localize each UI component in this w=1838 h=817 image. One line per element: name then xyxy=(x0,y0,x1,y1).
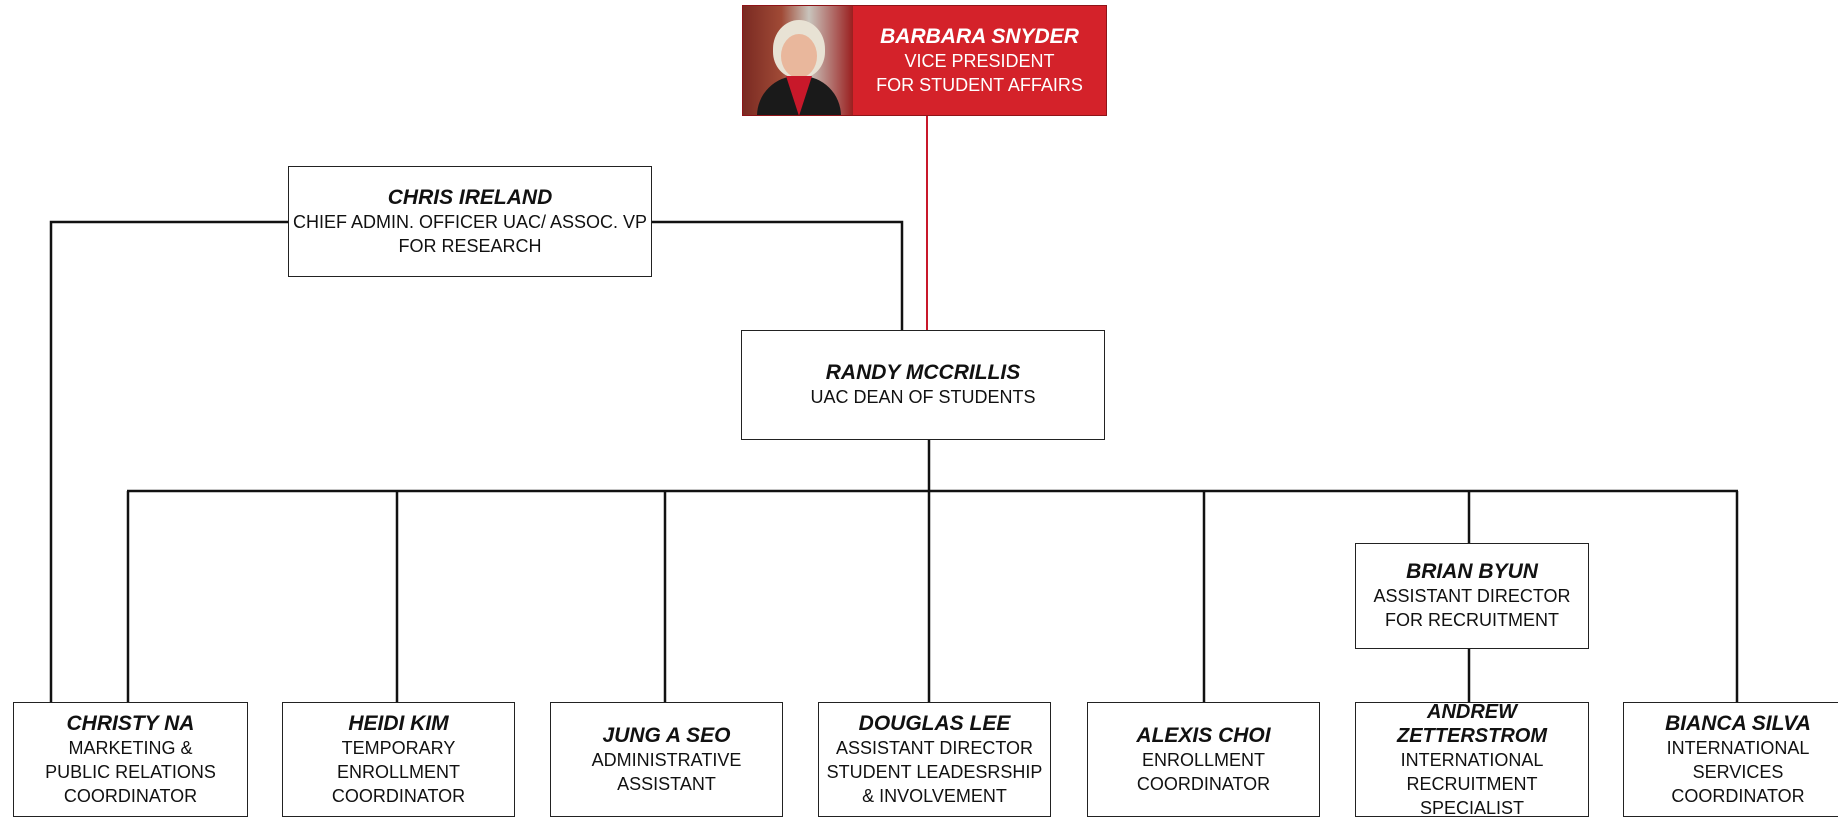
staff-card-bianca: BIANCA SILVA INTERNATIONAL SERVICES COOR… xyxy=(1623,702,1838,817)
portrait-photo xyxy=(743,6,853,115)
ireland-name: CHRIS IRELAND xyxy=(388,186,553,210)
staff-name: ANDREW ZETTERSTROM xyxy=(1356,702,1588,748)
staff-title: ADMINISTRATIVE ASSISTANT xyxy=(592,748,742,796)
staff-name: CHRISTY NA xyxy=(67,712,195,736)
ireland-card: CHRIS IRELAND CHIEF ADMIN. OFFICER UAC/ … xyxy=(288,166,652,277)
staff-title: MARKETING & PUBLIC RELATIONS COORDINATOR xyxy=(45,736,216,808)
dean-title: UAC DEAN OF STUDENTS xyxy=(810,385,1035,409)
staff-title: INTERNATIONAL RECRUITMENT SPECIALIST xyxy=(1401,748,1544,817)
ireland-to-christy-line xyxy=(51,222,288,702)
byun-card: BRIAN BYUN ASSISTANT DIRECTOR FOR RECRUI… xyxy=(1355,543,1589,649)
ireland-title: CHIEF ADMIN. OFFICER UAC/ ASSOC. VP FOR … xyxy=(293,210,647,258)
ireland-to-dean-line xyxy=(650,222,902,330)
staff-card-jung: JUNG A SEO ADMINISTRATIVE ASSISTANT xyxy=(550,702,783,817)
staff-title: TEMPORARY ENROLLMENT COORDINATOR xyxy=(332,736,465,808)
staff-title: ENROLLMENT COORDINATOR xyxy=(1137,748,1270,796)
vp-card-text: BARBARA SNYDER VICE PRESIDENT FOR STUDEN… xyxy=(853,6,1106,115)
staff-title: INTERNATIONAL SERVICES COORDINATOR xyxy=(1667,736,1810,808)
staff-title: ASSISTANT DIRECTOR STUDENT LEADESRSHIP &… xyxy=(827,736,1043,808)
vp-title: VICE PRESIDENT FOR STUDENT AFFAIRS xyxy=(876,49,1083,97)
dean-card: RANDY MCCRILLIS UAC DEAN OF STUDENTS xyxy=(741,330,1105,440)
vp-card: BARBARA SNYDER VICE PRESIDENT FOR STUDEN… xyxy=(742,5,1107,116)
staff-card-christy: CHRISTY NA MARKETING & PUBLIC RELATIONS … xyxy=(13,702,248,817)
staff-name: HEIDI KIM xyxy=(348,712,448,736)
staff-card-douglas: DOUGLAS LEE ASSISTANT DIRECTOR STUDENT L… xyxy=(818,702,1051,817)
vp-name: BARBARA SNYDER xyxy=(880,25,1079,49)
dean-name: RANDY MCCRILLIS xyxy=(826,361,1020,385)
staff-name: BIANCA SILVA xyxy=(1665,712,1811,736)
staff-card-heidi: HEIDI KIM TEMPORARY ENROLLMENT COORDINAT… xyxy=(282,702,515,817)
staff-card-alexis: ALEXIS CHOI ENROLLMENT COORDINATOR xyxy=(1087,702,1320,817)
staff-card-andrew: ANDREW ZETTERSTROM INTERNATIONAL RECRUIT… xyxy=(1355,702,1589,817)
byun-name: BRIAN BYUN xyxy=(1406,560,1538,584)
staff-name: ALEXIS CHOI xyxy=(1136,724,1270,748)
staff-name: DOUGLAS LEE xyxy=(859,712,1011,736)
byun-title: ASSISTANT DIRECTOR FOR RECRUITMENT xyxy=(1373,584,1570,632)
staff-name: JUNG A SEO xyxy=(603,724,731,748)
